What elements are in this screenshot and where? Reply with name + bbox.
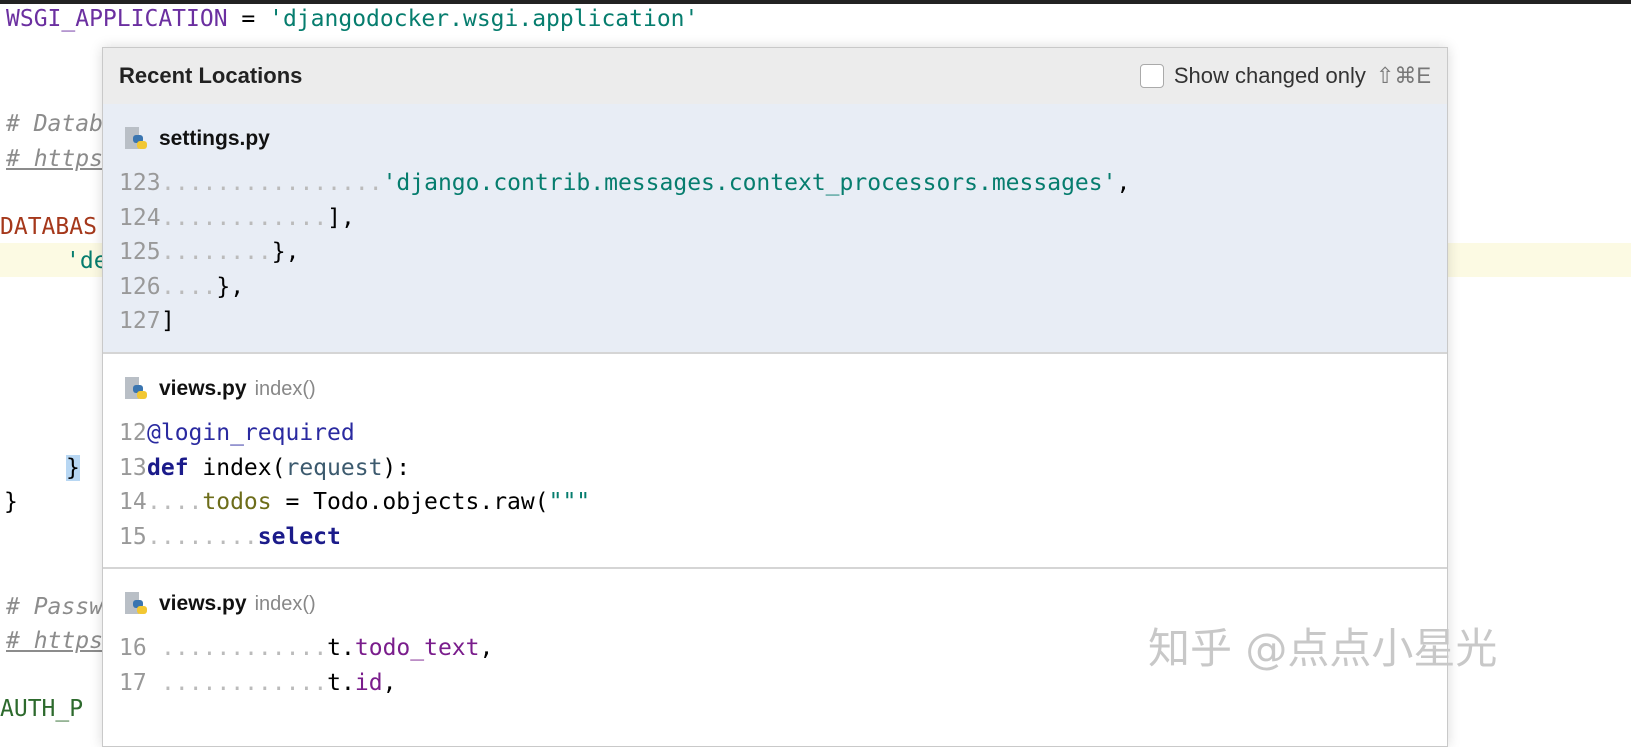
editor-comment: # Passw xyxy=(6,594,103,620)
line-number: 17 xyxy=(119,669,147,696)
python-file-icon xyxy=(123,125,151,153)
indent: ................ xyxy=(161,170,383,197)
parameter: request xyxy=(285,454,383,481)
line-number: 123 xyxy=(119,170,161,197)
field: todo_text xyxy=(354,635,480,662)
editor-comment: # https xyxy=(6,146,103,172)
line-number: 13 xyxy=(119,454,147,481)
watermark: 知乎 @点点小星光 xyxy=(1148,624,1498,673)
window-top-edge xyxy=(0,0,1631,4)
code-line: 123................'django.contrib.messa… xyxy=(103,166,1447,201)
popup-header: Recent Locations Show changed only ⇧⌘E xyxy=(103,48,1447,104)
indent: ........ xyxy=(161,239,272,266)
indent: ............ xyxy=(161,669,328,696)
code: }, xyxy=(271,239,300,266)
keyword: def xyxy=(147,454,189,481)
editor-comment: # https xyxy=(6,628,103,654)
editor-brace: } xyxy=(4,489,18,515)
python-file-icon xyxy=(123,375,151,403)
code-line: 127] xyxy=(103,304,1447,339)
code: t. xyxy=(327,669,355,696)
code-string: """ xyxy=(548,489,591,516)
line-number: 16 xyxy=(119,635,147,662)
sql-keyword: select xyxy=(257,523,341,550)
indent: ............ xyxy=(161,204,328,231)
indent: .... xyxy=(161,273,217,300)
context-function: index() xyxy=(254,592,316,615)
checkbox-box[interactable] xyxy=(1139,64,1164,88)
editor-comment: # Datab xyxy=(6,111,103,137)
indent: .... xyxy=(147,489,203,516)
line-number: 124 xyxy=(119,204,161,231)
line-number: 15 xyxy=(119,523,147,550)
code: ], xyxy=(327,204,355,231)
line-number: 127 xyxy=(119,308,161,335)
editor-line[interactable]: WSGI_APPLICATION = 'djangodocker.wsgi.ap… xyxy=(6,6,698,32)
popup-title: Recent Locations xyxy=(119,63,303,88)
code-line: 16............t.todo_text, xyxy=(103,631,1447,666)
file-name: views.py xyxy=(159,377,247,400)
code: ] xyxy=(161,308,175,335)
editor-string: 'de xyxy=(66,248,108,274)
code-line: 126....}, xyxy=(103,270,1447,305)
code-line: 14....todos = Todo.objects.raw(""" xyxy=(103,485,1447,520)
code: ): xyxy=(382,454,411,481)
code-operator: = xyxy=(227,6,270,32)
recent-locations-popup: Recent Locations Show changed only ⇧⌘E s… xyxy=(102,47,1448,747)
show-changed-only-checkbox[interactable]: Show changed only ⇧⌘E xyxy=(1139,63,1431,89)
line-number: 12 xyxy=(119,420,147,447)
location-item-settings[interactable]: settings.py 123................'django.c… xyxy=(103,104,1447,354)
variable: todos xyxy=(202,489,272,516)
code-line: 12@login_required xyxy=(103,416,1447,451)
editor-identifier: DATABAS xyxy=(0,214,97,240)
code-string: 'django.contrib.messages.context_process… xyxy=(382,170,1117,197)
decorator: @login_required xyxy=(147,420,355,447)
line-number: 126 xyxy=(119,273,161,300)
code-line: 15........select xyxy=(103,520,1447,555)
code: t. xyxy=(327,635,355,662)
python-file-icon xyxy=(123,590,151,618)
code: = Todo.objects.raw( xyxy=(271,489,549,516)
code-line: 125........}, xyxy=(103,235,1447,270)
shortcut-hint: ⇧⌘E xyxy=(1375,63,1431,88)
file-name: settings.py xyxy=(159,127,270,150)
code-punct: , xyxy=(382,669,397,696)
file-name: views.py xyxy=(159,592,247,615)
indent: ........ xyxy=(147,523,258,550)
code-string: 'djangodocker.wsgi.application' xyxy=(269,6,699,32)
code: }, xyxy=(216,273,245,300)
line-number: 125 xyxy=(119,239,161,266)
line-number: 14 xyxy=(119,489,147,516)
code-punct: , xyxy=(479,635,494,662)
matched-brace: } xyxy=(66,455,80,481)
code-identifier: WSGI_APPLICATION xyxy=(6,6,228,32)
context-function: index() xyxy=(254,377,316,400)
editor-identifier: AUTH_P xyxy=(0,696,84,722)
editor-link[interactable]: # https xyxy=(6,628,103,654)
editor-link[interactable]: # https xyxy=(6,146,103,172)
field: id xyxy=(354,669,383,696)
indent: ............ xyxy=(161,635,328,662)
code-line: 124............], xyxy=(103,201,1447,236)
checkbox-label: Show changed only xyxy=(1173,63,1366,88)
code-punct: , xyxy=(1116,170,1131,197)
code-line: 17............t.id, xyxy=(103,666,1447,701)
code: index( xyxy=(188,454,286,481)
editor-brace: } xyxy=(66,455,80,481)
